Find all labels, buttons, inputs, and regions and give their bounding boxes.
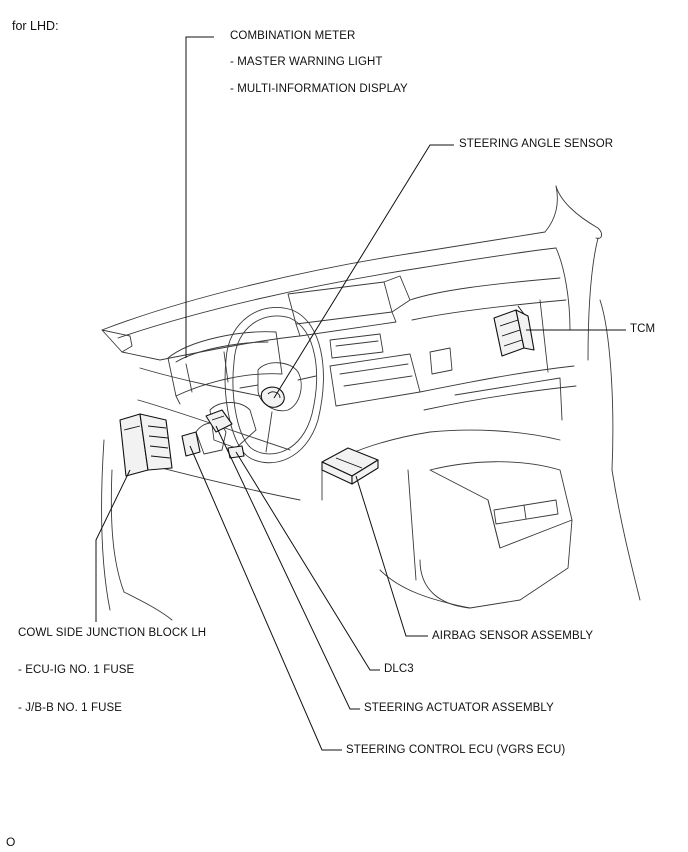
label-airbag-sensor-assembly: AIRBAG SENSOR ASSEMBLY [432,630,594,642]
label-steering-control-ecu: STEERING CONTROL ECU (VGRS ECU) [346,744,566,756]
label-combination-meter: COMBINATION METER [230,30,356,42]
label-steering-angle-sensor: STEERING ANGLE SENSOR [459,138,614,150]
leader-dlc3 [235,451,380,671]
cowl-side-junction-block [119,413,173,477]
leader-steering-angle-sensor [273,144,454,399]
steering-angle-sensor [260,386,285,408]
airbag-sensor-assembly [321,447,379,485]
leader-airbag-sensor-assembly [355,475,428,637]
label-multi-information-display: - MULTI-INFORMATION DISPLAY [230,83,408,95]
label-jb-b-fuse: - J/B-B NO. 1 FUSE [18,702,123,714]
dashboard-outline [101,185,641,621]
label-tcm: TCM [630,323,656,335]
label-master-warning-light: - MASTER WARNING LIGHT [230,56,383,68]
label-ecu-ig-fuse: - ECU-IG NO. 1 FUSE [18,664,135,676]
label-steering-actuator-assembly: STEERING ACTUATOR ASSEMBLY [364,702,554,714]
steering-control-ecu [181,431,201,457]
steering-actuator-assembly [205,409,233,433]
combination-meter [167,331,283,405]
label-dlc3: DLC3 [384,663,414,675]
leader-steering-actuator-assembly [215,425,360,710]
leader-combination-meter [185,36,214,358]
leader-cowl-side-junction-block [95,469,131,622]
label-cowl-side-junction-block: COWL SIDE JUNCTION BLOCK LH [18,627,207,639]
leader-steering-control-ecu [189,445,342,751]
tcm-module [493,305,535,357]
variant-heading: for LHD: [12,19,59,33]
leader-lines [95,36,626,751]
figure-code: O [6,835,16,849]
